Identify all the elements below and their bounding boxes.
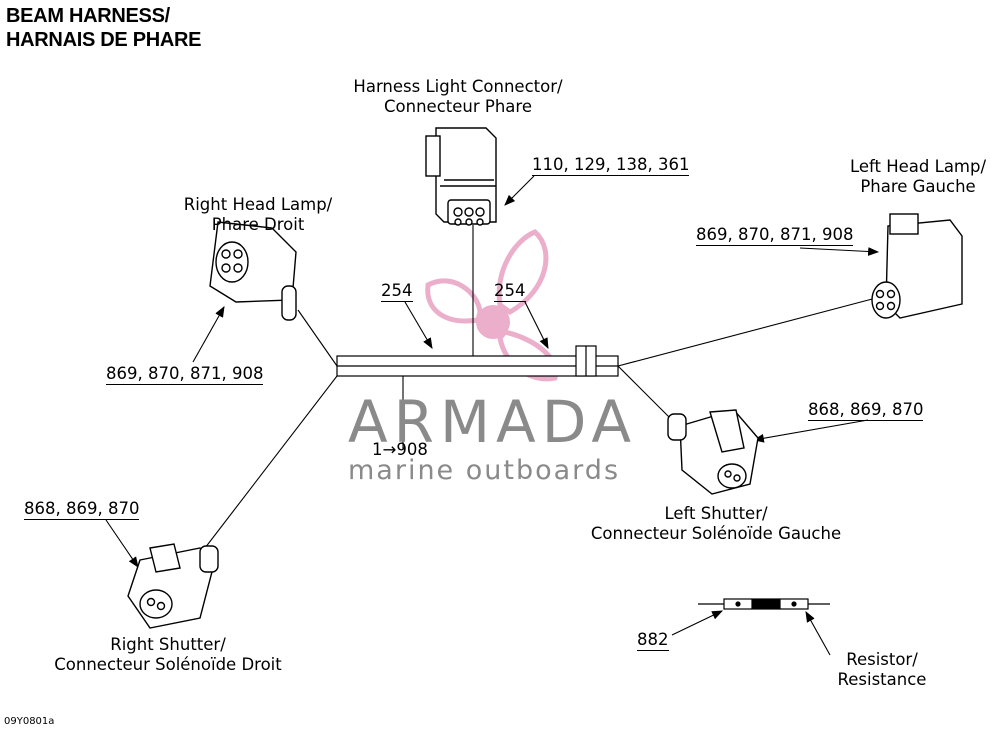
right-head-lamp-connector-icon	[209, 221, 297, 321]
title-line1: BEAM HARNESS/	[6, 5, 170, 27]
label-right-head-lamp: Right Head Lamp/ Phare Droit	[168, 195, 348, 235]
pn-resistor: 882	[637, 630, 669, 651]
label-left-head-lamp: Left Head Lamp/ Phare Gauche	[830, 157, 1000, 197]
label-line: Right Head Lamp/	[183, 195, 333, 214]
pn-harness-left: 254	[381, 281, 413, 302]
label-line: Connecteur Solénoïde Gauche	[590, 524, 842, 543]
pn-harness-light-connector: 110, 129, 138, 361	[532, 155, 690, 176]
label-line: Phare Droit	[211, 215, 305, 234]
watermark-tagline: marine outboards	[348, 455, 621, 486]
pn-right-shutter: 868, 869, 870	[24, 499, 140, 520]
main-harness	[336, 345, 619, 377]
label-line: Connecteur Solénoïde Droit	[54, 655, 282, 674]
label-line: Right Shutter/	[110, 635, 226, 654]
label-line: Harness Light Connector/	[353, 77, 563, 96]
watermark-brand: ARMADA	[348, 388, 638, 456]
leader-lines	[105, 175, 880, 656]
resistor-icon	[698, 598, 830, 610]
watermark-propeller-icon	[425, 229, 558, 382]
label-line: Left Head Lamp/	[849, 157, 987, 176]
label-line: Resistor/	[846, 650, 918, 669]
label-line: Phare Gauche	[860, 177, 976, 196]
pn-wire-range: 1→908	[372, 440, 428, 459]
label-harness-light-connector: Harness Light Connector/ Connecteur Phar…	[338, 77, 578, 117]
pn-right-head-lamp: 869, 870, 871, 908	[106, 364, 264, 385]
page-title: BEAM HARNESS/ HARNAIS DE PHARE	[6, 4, 202, 52]
label-line: Connecteur Phare	[384, 97, 532, 116]
left-head-lamp-connector-icon	[871, 213, 963, 319]
label-line: Resistance	[837, 670, 927, 689]
label-line: Left Shutter/	[664, 504, 768, 523]
label-right-shutter: Right Shutter/ Connecteur Solénoïde Droi…	[28, 635, 308, 675]
left-shutter-connector-icon	[667, 409, 759, 495]
pn-left-shutter: 868, 869, 870	[808, 400, 924, 421]
pn-left-head-lamp: 869, 870, 871, 908	[696, 225, 854, 246]
figure-code: 09Y0801a	[4, 716, 55, 727]
title-line2: HARNAIS DE PHARE	[6, 29, 202, 51]
harness-light-connector-icon	[425, 127, 497, 226]
pn-harness-right: 254	[494, 281, 526, 302]
right-shutter-connector-icon	[127, 543, 219, 629]
label-resistor: Resistor/ Resistance	[820, 650, 944, 690]
harness-wires	[204, 225, 877, 549]
label-left-shutter: Left Shutter/ Connecteur Solénoïde Gauch…	[566, 504, 866, 544]
